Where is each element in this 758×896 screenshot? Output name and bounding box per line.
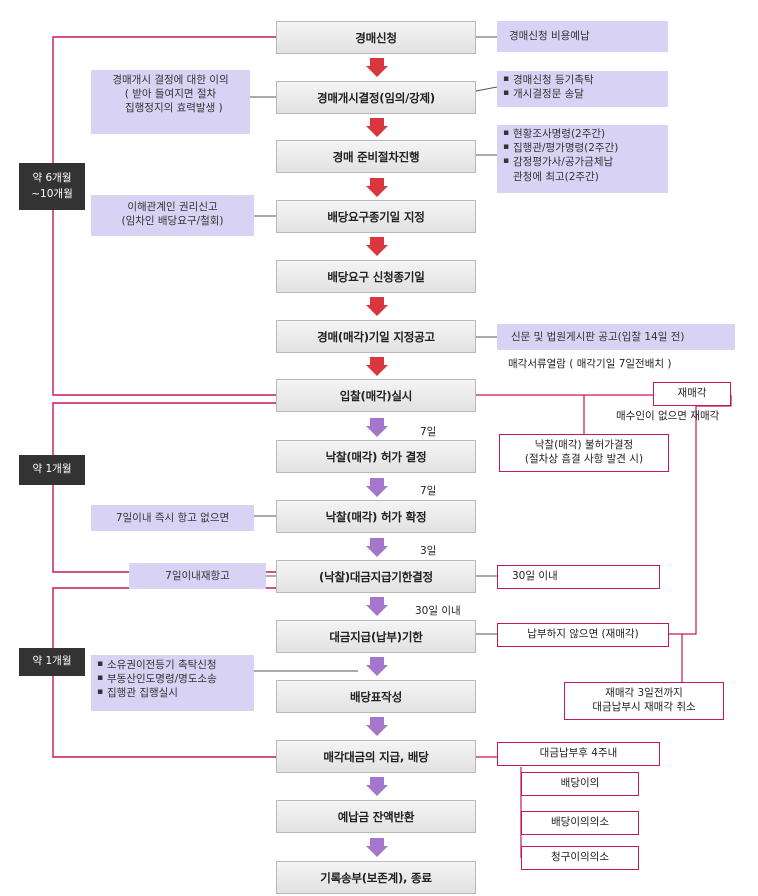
step-sale-permit-decision[interactable]: 낙찰(매각) 허가 결정 [276,440,476,473]
box-within-30-days: 30일 이내 [497,565,660,589]
box-claim-objection-suit: 청구이의의소 [521,846,639,870]
duration-label-1-month-b: 약 1개월 [19,648,85,676]
note-rights-report: 이해관계인 권리신고 (임차인 배당요구/철회) [91,195,254,236]
step-record-transfer-end[interactable]: 기록송부(보존계), 종료 [276,861,476,894]
step-bidding[interactable]: 입찰(매각)실시 [276,379,476,412]
label-no-buyer-reauction: 매수인이 없으면 재매각 [616,410,720,422]
gap-label-7days: 7일 [420,426,437,438]
box-reauction-cancel: 재매각 3일전까지 대금납부시 재매각 취소 [564,682,724,720]
duration-label-1-month-a: 약 1개월 [19,455,85,485]
list-item: 개시결정문 송달 [501,87,664,101]
duration-label-6-10-months: 약 6개월 ~10개월 [19,163,85,210]
arrow-down-icon [366,237,388,256]
arrow-down-icon [366,297,388,316]
list-item: 부동산인도명령/명도소송 [95,672,250,686]
box-after-payment-4weeks: 대금납부후 4주내 [497,742,660,766]
gap-label-30days: 30일 이내 [415,605,461,617]
note-reappeal-7days: 7일이내재항고 [129,563,266,589]
box-reauction: 재매각 [653,382,731,406]
note-document-viewing: 매각서류열람 ( 매각기일 7일전배치 ) [508,358,672,370]
arrow-down-icon [366,657,388,676]
step-auction-application[interactable]: 경매신청 [276,21,476,54]
note-no-appeal-7days: 7일이내 즉시 항고 없으면 [91,505,254,531]
note-after-payment-list: 소유권이전등기 촉탁신청 부동산인도명령/명도소송 집행관 집행실시 [91,655,254,711]
step-dividend-deadline-set[interactable]: 배당요구종기일 지정 [276,200,476,233]
box-distribution-objection-suit: 배당이의의소 [521,811,639,835]
step-sale-date-notice[interactable]: 경매(매각)기일 지정공고 [276,320,476,353]
arrow-down-icon [366,178,388,197]
list-item: 집행관 집행실시 [95,686,250,700]
arrow-down-icon [366,118,388,137]
list-item: 집행관/평가명령(2주간) [501,141,664,155]
list-item: 소유권이전등기 촉탁신청 [95,658,250,672]
note-publication: 신문 및 법원게시판 공고(입찰 14일 전) [497,324,735,350]
box-unpaid-reauction: 납부하지 않으면 (재매각) [497,623,669,647]
list-item: 현황조사명령(2주간) [501,127,664,141]
gap-label-3days: 3일 [420,545,437,557]
note-preparation-list: 현황조사명령(2주간) 집행관/평가명령(2주간) 감정평가사/공가금체납 관청… [497,125,668,193]
arrow-down-icon [366,478,388,497]
note-commencement-objection: 경매개시 결정에 대한 이의 ( 받아 들여지면 절차 집행정지의 효력발생 ) [91,70,250,134]
note-fee-deposit: 경매신청 비용예납 [497,21,668,52]
arrow-down-icon [366,538,388,557]
step-payment-deadline-decision[interactable]: (낙찰)대금지급기한결정 [276,560,476,593]
arrow-down-icon [366,838,388,857]
step-preparation[interactable]: 경매 준비절차진행 [276,140,476,173]
list-item: 경매신청 등기촉탁 [501,73,664,87]
list-item: 감정평가사/공가금체납 관청에 최고(2주간) [501,155,664,183]
note-registration: 경매신청 등기촉탁 개시결정문 송달 [497,71,668,107]
arrow-down-icon [366,418,388,437]
box-distribution-objection: 배당이의 [521,772,639,796]
arrow-down-icon [366,777,388,796]
step-dividend-deadline[interactable]: 배당요구 신청종기일 [276,260,476,293]
arrow-down-icon [366,357,388,376]
arrow-down-icon [366,597,388,616]
arrow-down-icon [366,58,388,77]
box-sale-not-permitted: 낙찰(매각) 불허가결정 (절차상 흠결 사항 발견 시) [499,434,669,472]
step-payment-distribution[interactable]: 매각대금의 지급, 배당 [276,740,476,773]
step-deposit-refund[interactable]: 예납금 잔액반환 [276,800,476,833]
step-commencement-decision[interactable]: 경매개시결정(임의/강제) [276,81,476,114]
step-payment-deadline[interactable]: 대금지급(납부)기한 [276,620,476,653]
arrow-down-icon [366,717,388,736]
step-distribution-table[interactable]: 배당표작성 [276,680,476,713]
gap-label-7days: 7일 [420,485,437,497]
step-sale-permit-confirmed[interactable]: 낙찰(매각) 허가 확정 [276,500,476,533]
